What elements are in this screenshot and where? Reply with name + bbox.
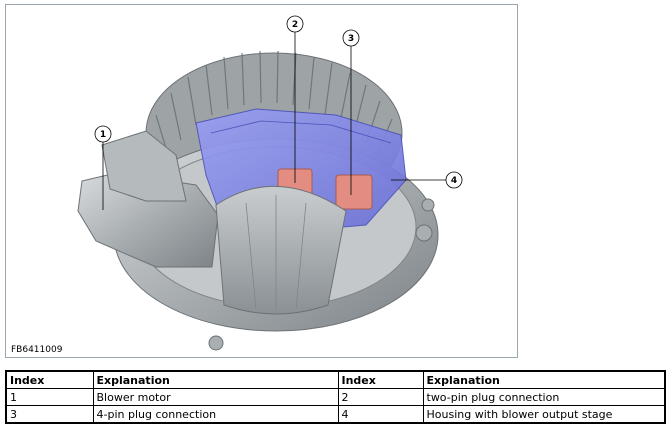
- legend-table: Index Explanation Index Explanation 1 Bl…: [5, 370, 666, 424]
- cell-explanation: Blower motor: [92, 388, 339, 406]
- cell-index: 3: [5, 405, 94, 424]
- blower-motor-illustration: 1 2 3 4: [77, 15, 463, 351]
- cell-explanation: 4-pin plug connection: [92, 405, 339, 424]
- callout-2: 2: [286, 15, 304, 33]
- svg-text:4: 4: [451, 176, 457, 186]
- motor-cone: [215, 185, 347, 315]
- header-explanation-right: Explanation: [422, 370, 666, 389]
- svg-text:2: 2: [292, 20, 298, 30]
- cell-explanation: Housing with blower output stage: [422, 405, 666, 424]
- cell-index: 4: [337, 405, 424, 424]
- table-row: 3 4-pin plug connection 4 Housing with b…: [5, 405, 666, 424]
- figure-frame: 1 2 3 4 FB6411009: [5, 4, 518, 358]
- figure-id: FB6411009: [11, 345, 63, 355]
- header-index-left: Index: [5, 370, 94, 389]
- callout-3: 3: [342, 29, 360, 47]
- svg-text:3: 3: [348, 34, 354, 44]
- cell-index: 2: [337, 388, 424, 406]
- table-row: 1 Blower motor 2 two-pin plug connection: [5, 388, 666, 406]
- four-pin-plug: [335, 174, 373, 210]
- cell-explanation: two-pin plug connection: [422, 388, 666, 406]
- svg-text:1: 1: [100, 130, 106, 140]
- callout-1: 1: [94, 125, 112, 143]
- header-index-right: Index: [337, 370, 424, 389]
- cell-index: 1: [5, 388, 94, 406]
- header-explanation-left: Explanation: [92, 370, 339, 389]
- legend-header-row: Index Explanation Index Explanation: [5, 370, 666, 389]
- callout-4: 4: [445, 171, 463, 189]
